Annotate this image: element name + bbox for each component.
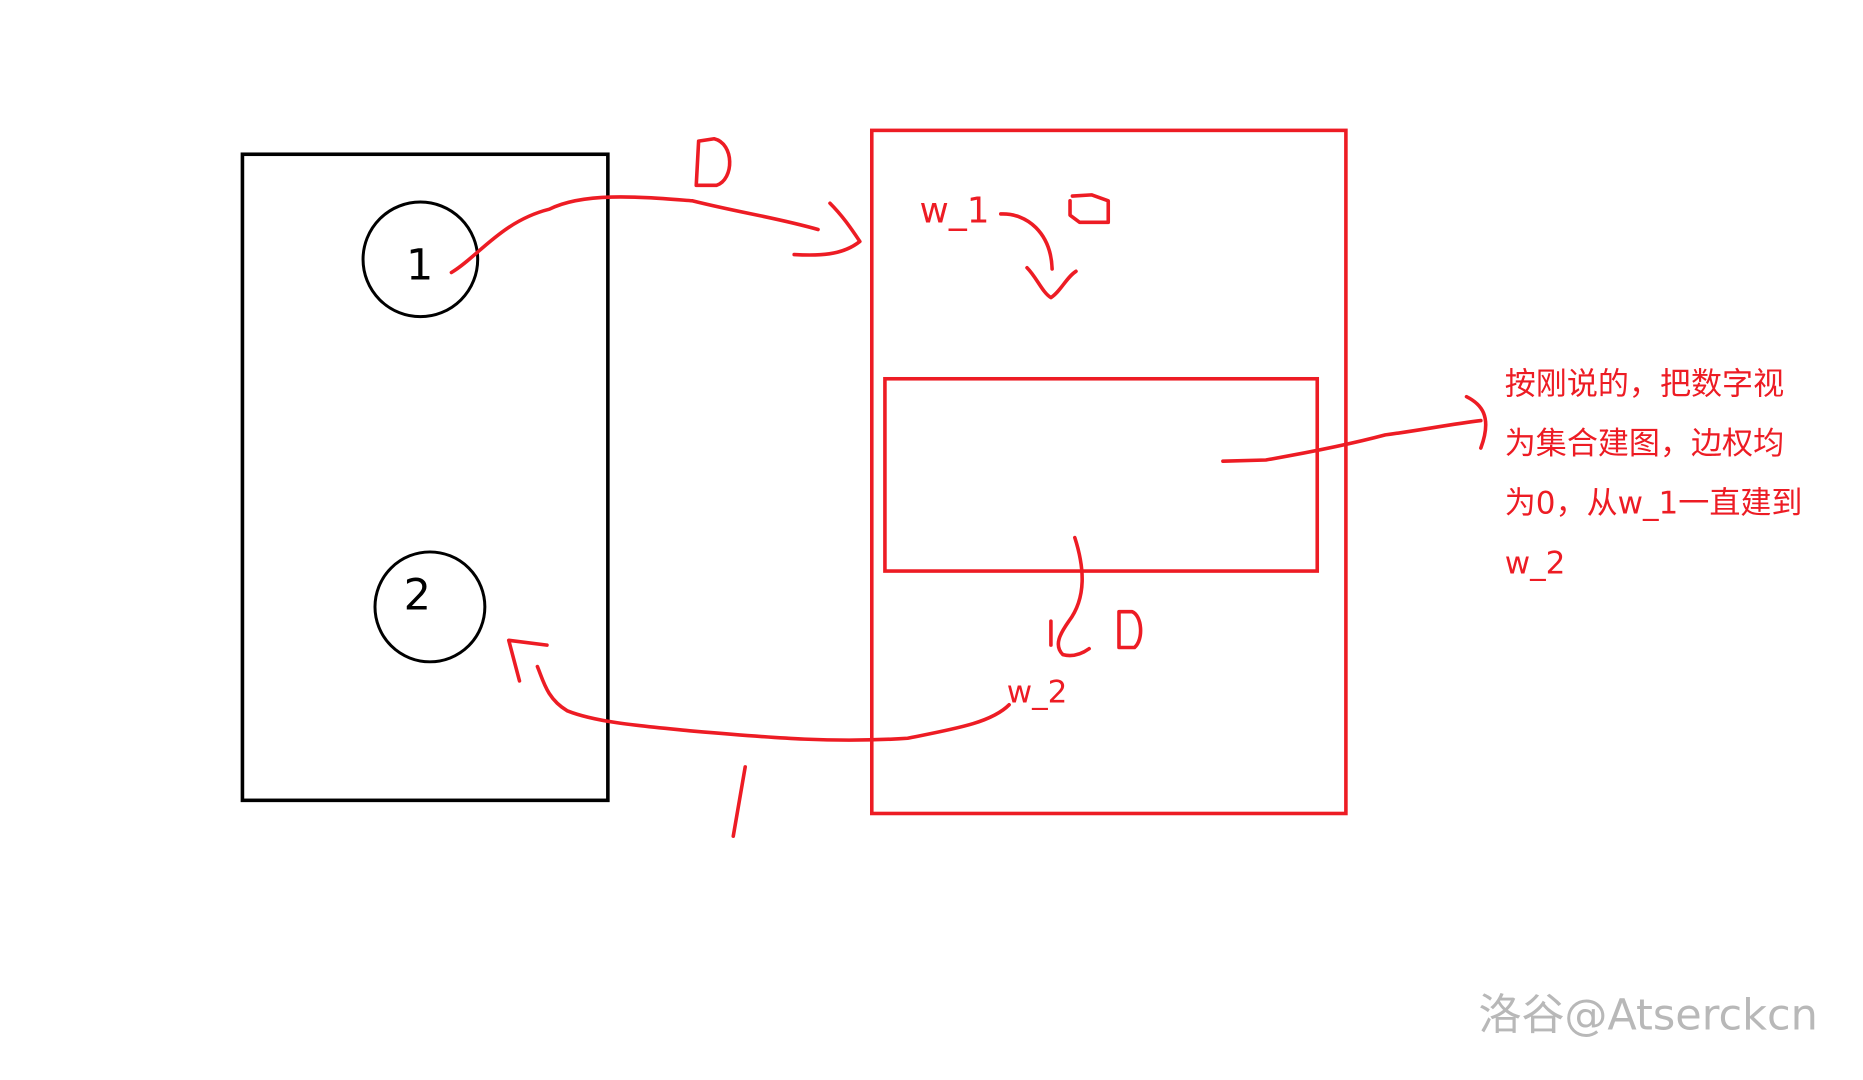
node-2-label: 2 <box>404 570 431 620</box>
w1-weight: 0 <box>1081 214 1082 216</box>
note-line: 为集合建图，边权均 <box>1505 426 1784 462</box>
note-line: 按刚说的，把数字视 <box>1505 366 1784 402</box>
arrow-inner-to-note <box>1221 394 1488 463</box>
edge-weight-1-mark <box>731 765 747 838</box>
edge-D-bottom-text: D <box>1129 632 1130 634</box>
arrow-1-to-w1 <box>449 195 820 275</box>
right-box <box>869 128 1348 816</box>
arrow-inner-to-w2 <box>1049 535 1091 658</box>
edge-D-top-text: D <box>711 166 712 168</box>
arrowhead-w1 <box>792 201 862 257</box>
label-D-top <box>694 136 732 188</box>
weight-zero-circle <box>1068 193 1111 225</box>
note-line: 为0，从w_1一直建到 <box>1505 486 1803 522</box>
node-1-circle <box>361 200 480 319</box>
w1-label: w_1 <box>920 190 990 231</box>
arrowhead-node-2 <box>506 638 549 683</box>
label-D-bottom <box>1117 609 1143 650</box>
left-box <box>240 152 610 803</box>
watermark: 洛谷@Atserckcn <box>1478 991 1817 1041</box>
inner-set-box <box>883 376 1320 573</box>
note-line: w_2 <box>1505 545 1566 581</box>
arrow-w1-down <box>998 212 1078 300</box>
w2-label: w_2 <box>1007 674 1068 710</box>
node-1-label: 1 <box>406 241 433 291</box>
node-2-circle <box>373 550 487 664</box>
explanation-note: 按刚说的，把数字视 为集合建图，边权均 为0，从w_1一直建到 w_2 <box>1505 366 1803 581</box>
arrow-w2-to-2 <box>535 664 1011 742</box>
